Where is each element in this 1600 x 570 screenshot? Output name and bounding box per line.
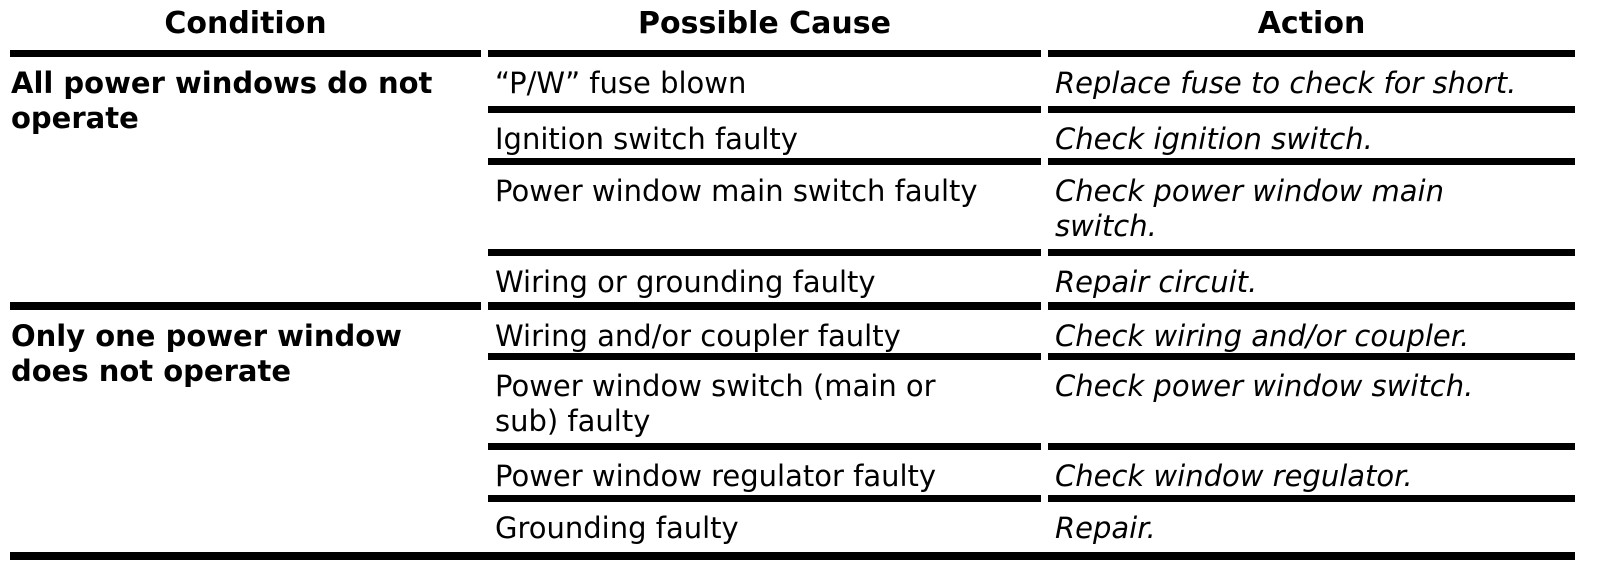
column-header-condition: Condition: [10, 0, 481, 57]
action-cell: Check power window main switch.: [1048, 165, 1575, 256]
cause-cell: Power window main switch faulty: [488, 165, 1041, 256]
troubleshooting-table: Condition Possible Cause Action All powe…: [10, 0, 1575, 560]
cause-cell: Wiring or grounding faulty: [488, 256, 1041, 310]
column-header-possible-cause: Possible Cause: [488, 0, 1041, 57]
action-cell: Check power window switch.: [1048, 360, 1575, 450]
action-cell: Check ignition switch.: [1048, 113, 1575, 165]
condition-cell: Only one power window does not operate: [11, 319, 402, 388]
cause-cell: Power window regulator faulty: [488, 450, 1041, 502]
cause-cell: “P/W” fuse blown: [488, 57, 1041, 113]
cause-cell: Wiring and/or coupler faulty: [488, 310, 1041, 360]
action-cell: Replace fuse to check for short.: [1048, 57, 1575, 113]
action-cell: Repair circuit.: [1048, 256, 1575, 310]
condition-cell: All power windows do not operate: [10, 57, 481, 310]
action-cell: Repair.: [1055, 511, 1156, 545]
cause-cell: Ignition switch faulty: [488, 113, 1041, 165]
column-header-action: Action: [1048, 0, 1575, 57]
action-cell: Check window regulator.: [1048, 450, 1575, 502]
cause-cell: Power window switch (main or sub) faulty: [488, 360, 1041, 450]
action-cell: Check wiring and/or coupler.: [1048, 310, 1575, 360]
cause-cell: Grounding faulty: [495, 511, 739, 545]
